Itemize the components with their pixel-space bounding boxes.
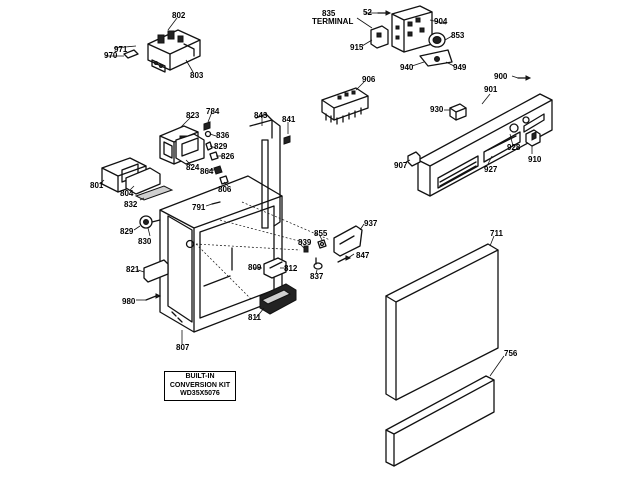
screw-841 — [283, 135, 291, 145]
callout-980: 980 — [122, 297, 136, 306]
callout-826: 826 — [221, 152, 235, 161]
handle-811 — [259, 283, 297, 315]
callout-835: 835 — [322, 9, 336, 18]
part-837 — [313, 257, 323, 270]
callout-807: 807 — [176, 343, 190, 352]
terminal-strip-906 — [321, 87, 369, 125]
callout-930: 930 — [430, 105, 444, 114]
callout-915: 915 — [350, 43, 364, 52]
callout-806: 806 — [218, 185, 232, 194]
screw-52 — [377, 10, 392, 16]
motor-link-940-949 — [419, 49, 453, 67]
callout-804: 804 — [120, 189, 134, 198]
callout-855: 855 — [314, 229, 328, 238]
callout-811: 811 — [248, 313, 261, 322]
callout-900: 900 — [494, 72, 508, 81]
vent-937 — [333, 225, 363, 257]
callout-832: 832 — [124, 200, 138, 209]
kit-line-1: BUILT-IN — [185, 373, 215, 381]
callout-802: 802 — [172, 11, 186, 20]
callout-784: 784 — [206, 107, 220, 116]
callout-970: 970 — [104, 51, 118, 60]
kit-line-2: CONVERSION KIT — [169, 381, 231, 389]
part-855 — [317, 239, 327, 249]
knob-910 — [525, 129, 541, 147]
hinge-829b-830 — [139, 215, 161, 229]
callout-839: 839 — [298, 238, 312, 247]
callout-901: 901 — [484, 85, 498, 94]
callout-821: 821 — [126, 265, 140, 274]
callout-711: 711 — [490, 229, 503, 238]
screw-847 — [337, 255, 352, 263]
callout-812: 812 — [284, 264, 298, 273]
timer-904 — [391, 5, 433, 53]
washer-836 — [204, 130, 212, 138]
callout-830: 830 — [138, 237, 152, 246]
cover-804 — [125, 167, 161, 195]
callout-801: 801 — [90, 181, 104, 190]
callout-837: 837 — [310, 272, 324, 281]
screw-784 — [203, 121, 211, 131]
gasket-832 — [134, 185, 174, 201]
callout-910: 910 — [528, 155, 542, 164]
callout-971: 971 — [114, 45, 128, 54]
gasket-826 — [209, 151, 219, 161]
kit-line-3: WD35X5076 — [180, 390, 220, 398]
callout-836: 836 — [216, 131, 230, 140]
callout-823: 823 — [186, 111, 200, 120]
callout-829a: 829 — [214, 142, 228, 151]
callout-824: 824 — [186, 163, 200, 172]
screw-806 — [219, 175, 229, 185]
callout-52: 52 — [363, 8, 372, 17]
callout-949: 949 — [453, 63, 467, 72]
inner-door-panel — [159, 119, 331, 333]
callout-841: 841 — [282, 115, 296, 124]
outer-door-panel-711 — [385, 243, 499, 401]
kick-panel-756 — [385, 375, 495, 467]
callout-927: 927 — [484, 165, 498, 174]
callout-940: 940 — [400, 63, 414, 72]
callout-928: 928 — [507, 143, 521, 152]
callout-904: 904 — [434, 17, 448, 26]
callout-756: 756 — [504, 349, 518, 358]
dispenser-824 — [175, 133, 205, 165]
bracket-821 — [143, 259, 169, 283]
latch-809-812 — [263, 257, 287, 279]
spring-839 — [303, 245, 309, 253]
callout-803: 803 — [190, 71, 204, 80]
spring-829a — [205, 141, 213, 151]
screw-791 — [211, 201, 221, 205]
conversion-kit-label: BUILT-IN CONVERSION KIT WD35X5076 — [164, 371, 236, 401]
callout-terminal: TERMINAL — [312, 17, 353, 26]
latch-843 — [255, 113, 273, 139]
button-907 — [407, 151, 421, 167]
callout-843: 843 — [254, 111, 268, 120]
screw-900 — [517, 75, 532, 81]
callout-853: 853 — [451, 31, 465, 40]
switch-assembly-802 — [147, 29, 201, 73]
screw-980 — [145, 293, 162, 301]
terminal-block-915 — [370, 25, 389, 49]
callout-907: 907 — [394, 161, 408, 170]
callout-864: 864 — [200, 167, 214, 176]
switch-cap-971 — [123, 49, 139, 59]
callout-829b: 829 — [120, 227, 134, 236]
callout-791: 791 — [192, 203, 206, 212]
clip-864 — [213, 165, 223, 175]
knob-853 — [428, 32, 446, 48]
callout-906: 906 — [362, 75, 376, 84]
callout-937: 937 — [364, 219, 378, 228]
button-930 — [449, 103, 467, 121]
callout-847: 847 — [356, 251, 370, 260]
callout-809: 809 — [248, 263, 262, 272]
